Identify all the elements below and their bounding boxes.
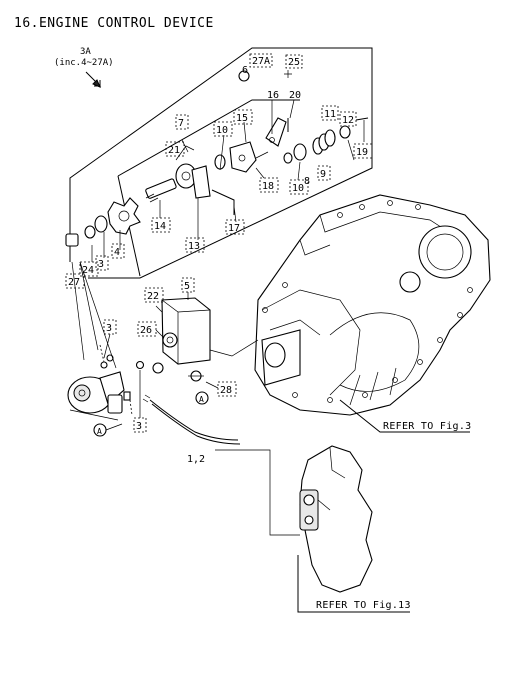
callout-13: 13 xyxy=(188,241,200,252)
rod-17 xyxy=(211,189,235,215)
washer-8 xyxy=(283,152,293,164)
plate-15 xyxy=(229,141,257,173)
callout-10b: 10 xyxy=(292,183,304,194)
callout-26: 26 xyxy=(140,325,152,336)
governor-lever-assembly xyxy=(67,354,131,421)
callout-9: 9 xyxy=(320,169,326,180)
callout-3a: 3 xyxy=(98,259,104,270)
washer-4 xyxy=(94,215,108,233)
gear-knob xyxy=(107,197,141,235)
callout-22: 22 xyxy=(147,291,159,302)
washer xyxy=(152,362,164,374)
arrowhead-icon xyxy=(92,79,101,88)
callout-27a: 27A xyxy=(252,56,270,67)
callout-4: 4 xyxy=(114,247,120,258)
pin xyxy=(355,117,369,121)
callout-1-2: 1,2 xyxy=(187,454,205,465)
callout-11: 11 xyxy=(324,109,336,120)
link-16-20 xyxy=(265,117,289,147)
callout-19: 19 xyxy=(356,147,368,158)
page-title: 16.ENGINE CONTROL DEVICE xyxy=(14,16,214,31)
assembly-number: 3A xyxy=(80,47,91,57)
callout-14: 14 xyxy=(154,221,166,232)
callout-18: 18 xyxy=(262,181,274,192)
lever-7 xyxy=(175,145,211,199)
callout-3b: 3 xyxy=(106,323,112,334)
ref-fig3: REFER TO Fig.3 xyxy=(383,421,472,432)
callout-28: 28 xyxy=(220,385,232,396)
washer-10 xyxy=(214,154,226,170)
washer-9 xyxy=(293,143,307,161)
callout-8: 8 xyxy=(304,176,310,187)
control-cable xyxy=(149,399,239,441)
flywheel-housing xyxy=(254,194,491,416)
callout-17: 17 xyxy=(228,223,240,234)
marker-a-1: A xyxy=(199,395,204,404)
callout-3c: 3 xyxy=(136,421,142,432)
ref-fig13: REFER TO Fig.13 xyxy=(316,600,411,611)
leader-lines xyxy=(71,99,365,418)
bracket-leader xyxy=(209,339,259,357)
spring-11-12 xyxy=(312,129,336,155)
gear-case-cover xyxy=(299,445,373,593)
callout-15: 15 xyxy=(236,113,248,124)
callout-25: 25 xyxy=(288,57,300,68)
callout-21: 21 xyxy=(168,145,180,156)
callout-16: 16 xyxy=(267,90,279,101)
callout-24: 24 xyxy=(82,265,94,276)
callout-labels: 27A 25 6 16 20 7 15 10 11 12 21 8 9 19 1… xyxy=(65,53,373,433)
callout-7: 7 xyxy=(178,118,184,129)
marker-a-circle-1 xyxy=(195,391,209,405)
shaft-14 xyxy=(145,178,177,203)
callout-6: 6 xyxy=(242,65,248,76)
assembly-includes: (inc.4~27A) xyxy=(54,58,114,68)
fig3-leader xyxy=(339,399,470,433)
fig13-leader xyxy=(297,555,410,613)
cap-nut-24 xyxy=(65,233,79,247)
callout-27: 27 xyxy=(68,277,80,288)
mounting-bracket xyxy=(161,297,211,382)
callout-5: 5 xyxy=(184,281,190,292)
nut-27a xyxy=(238,70,250,82)
screw-25 xyxy=(284,70,292,78)
cable-leader xyxy=(215,449,300,536)
nut-19 xyxy=(339,125,351,139)
washer-3 xyxy=(84,225,96,239)
callout-10a: 10 xyxy=(216,125,228,136)
marker-a-2: A xyxy=(97,427,102,436)
nut-3 xyxy=(135,360,145,370)
callout-20: 20 xyxy=(289,90,301,101)
callout-12: 12 xyxy=(342,115,354,126)
